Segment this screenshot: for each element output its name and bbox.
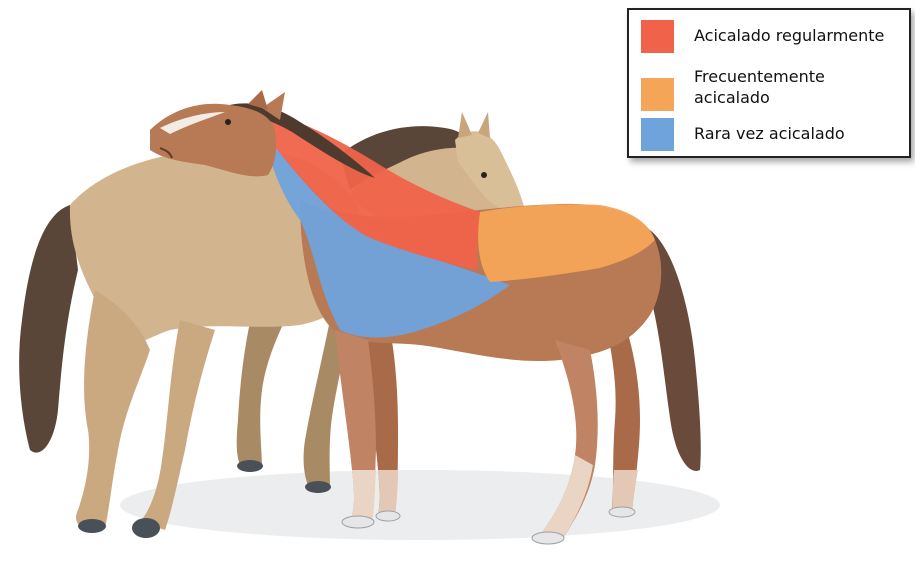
back-horse-ear [458, 112, 472, 138]
back-horse-hoof [78, 519, 106, 533]
legend-label: Frecuentemente acicalado [694, 66, 844, 108]
legend-item-regularly-groomed: Acicalado regularmente [641, 20, 884, 53]
legend: Acicalado regularmente Frecuentemente ac… [627, 8, 911, 158]
legend-swatch [641, 118, 674, 151]
legend-swatch [641, 78, 674, 111]
legend-label: Rara vez acicalado [694, 123, 845, 144]
front-horse-hoof [532, 532, 564, 544]
back-horse-hoof [237, 460, 263, 472]
front-horse-hoof [376, 511, 400, 521]
back-horse-hoof [132, 518, 160, 538]
back-horse-hoof [305, 481, 331, 493]
front-horse-hoof [609, 507, 635, 517]
legend-label: Acicalado regularmente [694, 25, 884, 46]
front-horse-hoof [342, 516, 374, 528]
back-horse-tail [19, 205, 78, 453]
legend-swatch [641, 20, 674, 53]
front-horse-eye [225, 119, 231, 125]
legend-item-rarely-groomed: Rara vez acicalado [641, 118, 845, 151]
back-horse-eye [481, 172, 487, 178]
legend-item-frequently-groomed: Frecuentemente acicalado [641, 66, 844, 111]
